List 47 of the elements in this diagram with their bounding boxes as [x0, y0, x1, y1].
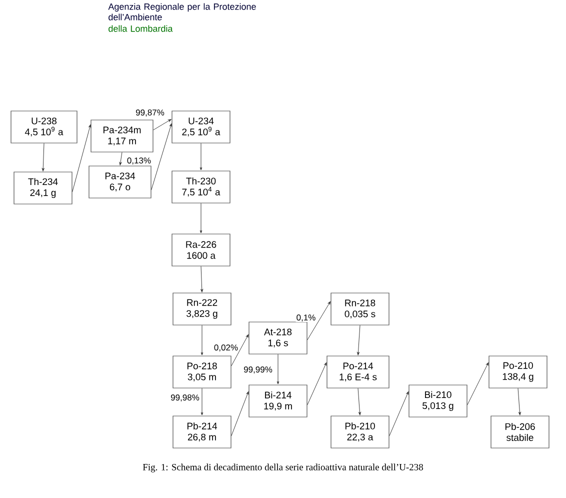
caption: Fig. 1: Schema di decadimento della serie radioattiva naturale dell’U-238	[142, 464, 424, 472]
nuclide-box: Th-230 7,5 10$^{4}$ a	[172, 170, 230, 204]
nuclide-box: Pb-214 26,8 m	[172, 416, 232, 448]
arrow	[151, 123, 172, 190]
nuclide-box: U-234 2,5 10$^{9}$ a	[172, 110, 230, 144]
edge-label: 0,13%	[126, 157, 152, 165]
arrow	[200, 203, 202, 234]
edge-label: 0,02%	[213, 344, 239, 352]
edge-label: 99,87%	[135, 109, 165, 117]
nuclide-box: Pb-206 stabile	[490, 416, 550, 448]
arrow	[153, 119, 172, 130]
arrow	[200, 388, 204, 416]
arrow	[467, 362, 489, 406]
arrow	[276, 354, 280, 384]
arrow	[200, 143, 202, 170]
arrow	[518, 388, 521, 416]
arrow	[200, 266, 204, 292]
arrow	[42, 143, 44, 172]
arrow	[307, 301, 331, 340]
nuclide-box: Bi-210 5,013 g	[408, 384, 468, 418]
nuclide-box: Pa-234m 1,17 m	[90, 120, 154, 152]
agency-name: della Lombardia	[108, 25, 173, 32]
arrow	[389, 391, 409, 436]
arrow	[357, 325, 360, 356]
nuclide-box: Bi-214 19,9 m	[248, 384, 308, 418]
arrow	[231, 334, 249, 366]
nuclide-box: Rn-222 3,823 g	[172, 292, 232, 326]
arrow	[307, 362, 327, 406]
nuclide-box: Ra-226 1600 a	[172, 234, 230, 266]
nuclide-box: Th-234 24,1 g	[14, 172, 72, 204]
arrow	[358, 388, 361, 416]
edge-label: 0,1%	[296, 314, 316, 322]
nuclide-box: Pb-210 22,3 a	[330, 416, 390, 448]
edge-label: 99,98%	[170, 394, 200, 402]
arrow	[231, 391, 249, 436]
nuclide-box: Rn-218 0,035 s	[330, 292, 390, 326]
arrow	[200, 325, 204, 356]
arrow	[72, 124, 92, 192]
nuclide-box: Pa-234 6,7 o	[88, 166, 152, 198]
agency-name: Agenzia Regionale per la Protezione dell’Ambiente	[108, 3, 256, 20]
nuclide-box: At-218 1,6 s	[248, 322, 308, 354]
nuclide-box: Po-210 138,4 g	[488, 356, 548, 388]
arrow	[119, 152, 122, 166]
nuclide-box: Po-218 3,05 m	[172, 356, 232, 388]
edge-label: 99,99%	[243, 366, 273, 374]
nuclide-box: U-238 4,5 10$^{9}$ a	[10, 110, 78, 144]
nuclide-box: Po-214 1,6 E-4 s	[326, 356, 390, 388]
